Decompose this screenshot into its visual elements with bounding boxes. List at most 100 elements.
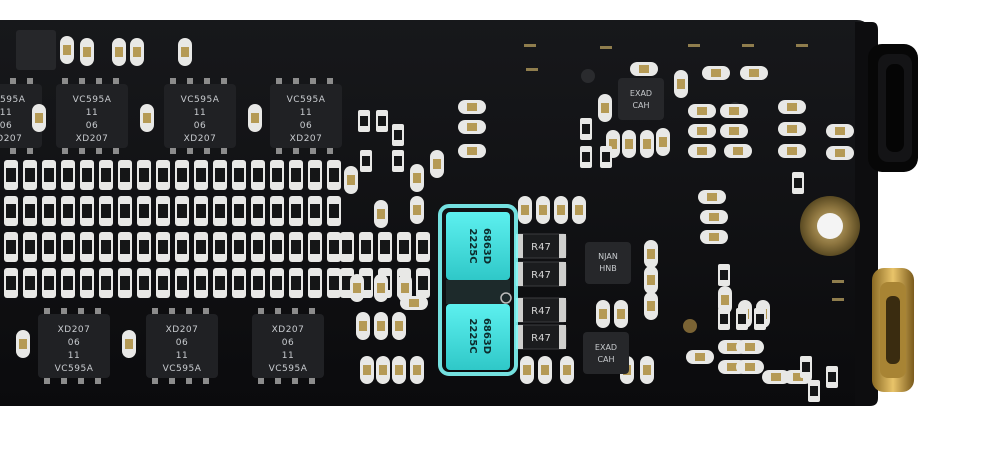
resistor — [308, 268, 322, 298]
capacitor — [826, 124, 854, 138]
svg-text:XD207: XD207 — [184, 134, 217, 144]
resistor — [213, 196, 227, 226]
capacitor — [720, 124, 748, 138]
capacitor — [598, 94, 612, 122]
capacitor — [656, 128, 670, 156]
mounting-hole-icon — [800, 196, 860, 256]
capacitor — [60, 36, 74, 64]
resistor — [137, 196, 151, 226]
capacitor — [122, 330, 136, 358]
svg-text:06: 06 — [194, 121, 206, 131]
resistor — [61, 268, 75, 298]
capacitor — [674, 70, 688, 98]
rca-connector-icon — [872, 268, 914, 392]
capacitor — [644, 266, 658, 294]
small-resistor — [808, 380, 820, 402]
resistor — [289, 160, 303, 190]
resistor — [4, 268, 18, 298]
resistor — [118, 196, 132, 226]
highlighted-component: 2225C 6863D 2225C 6863D — [438, 204, 518, 376]
r47-resistor-4: R47 — [515, 324, 567, 350]
resistor — [308, 160, 322, 190]
svg-text:11: 11 — [86, 108, 98, 118]
highlight-bottom-text-b: 6863D — [481, 318, 492, 354]
resistor — [156, 196, 170, 226]
svg-text:VC595A: VC595A — [0, 95, 26, 105]
capacitor — [80, 38, 94, 66]
capacitor — [826, 146, 854, 160]
svg-text:VC595A: VC595A — [181, 95, 220, 105]
r47-label-3: R47 — [531, 306, 551, 317]
small-resistor — [792, 172, 804, 194]
svg-text:06: 06 — [68, 338, 80, 348]
svg-text:11: 11 — [194, 108, 206, 118]
capacitor — [410, 356, 424, 384]
resistor — [23, 196, 37, 226]
capacitor — [640, 356, 654, 384]
headphone-jack-icon — [868, 44, 918, 172]
resistor — [194, 160, 208, 190]
resistor — [42, 268, 56, 298]
resistor — [327, 160, 341, 190]
capacitor — [688, 124, 716, 138]
small-resistor — [754, 308, 766, 330]
capacitor — [360, 356, 374, 384]
capacitor — [720, 104, 748, 118]
silkscreen-mark — [796, 44, 808, 47]
resistor — [137, 232, 151, 262]
capacitor — [688, 144, 716, 158]
capacitor — [430, 150, 444, 178]
resistor — [175, 196, 189, 226]
resistor — [42, 196, 56, 226]
resistor — [194, 196, 208, 226]
resistor — [270, 232, 284, 262]
resistor — [156, 232, 170, 262]
capacitor — [458, 120, 486, 134]
silkscreen-mark — [524, 44, 536, 47]
capacitor — [392, 356, 406, 384]
r47-label-1: R47 — [531, 242, 551, 253]
small-chip-exad-bottom: EXAD CAH — [583, 332, 629, 374]
resistor — [232, 232, 246, 262]
resistor — [61, 196, 75, 226]
svg-text:VC595A: VC595A — [269, 364, 308, 374]
svg-text:06: 06 — [176, 338, 188, 348]
small-resistor — [826, 366, 838, 388]
capacitor — [596, 300, 610, 328]
capacitor — [350, 274, 364, 302]
capacitor — [520, 356, 534, 384]
capacitor — [572, 196, 586, 224]
resistor — [194, 232, 208, 262]
small-chip-text-1a: EXAD — [630, 89, 652, 98]
capacitor — [614, 300, 628, 328]
capacitor — [410, 164, 424, 192]
resistor — [194, 268, 208, 298]
capacitor — [644, 240, 658, 268]
resistor — [327, 196, 341, 226]
resistor — [416, 232, 430, 262]
capacitor — [344, 166, 358, 194]
capacitor — [644, 292, 658, 320]
resistor — [232, 196, 246, 226]
capacitor — [374, 200, 388, 228]
capacitor — [458, 144, 486, 158]
r47-resistor-1: R47 — [515, 233, 567, 259]
capacitor — [140, 104, 154, 132]
capacitor — [538, 356, 552, 384]
small-chip-njan: NJAN HNB — [585, 242, 631, 284]
small-resistor — [800, 356, 812, 378]
capacitor — [374, 312, 388, 340]
capacitor — [700, 210, 728, 224]
highlight-top-text-b: 6863D — [481, 228, 492, 264]
silkscreen-mark — [742, 44, 754, 47]
resistor — [213, 268, 227, 298]
small-chip-text-3a: EXAD — [595, 343, 617, 352]
capacitor — [630, 62, 658, 76]
resistor — [42, 232, 56, 262]
small-resistor — [358, 110, 370, 132]
resistor — [251, 160, 265, 190]
smd-components — [16, 36, 854, 402]
resistor — [340, 232, 354, 262]
